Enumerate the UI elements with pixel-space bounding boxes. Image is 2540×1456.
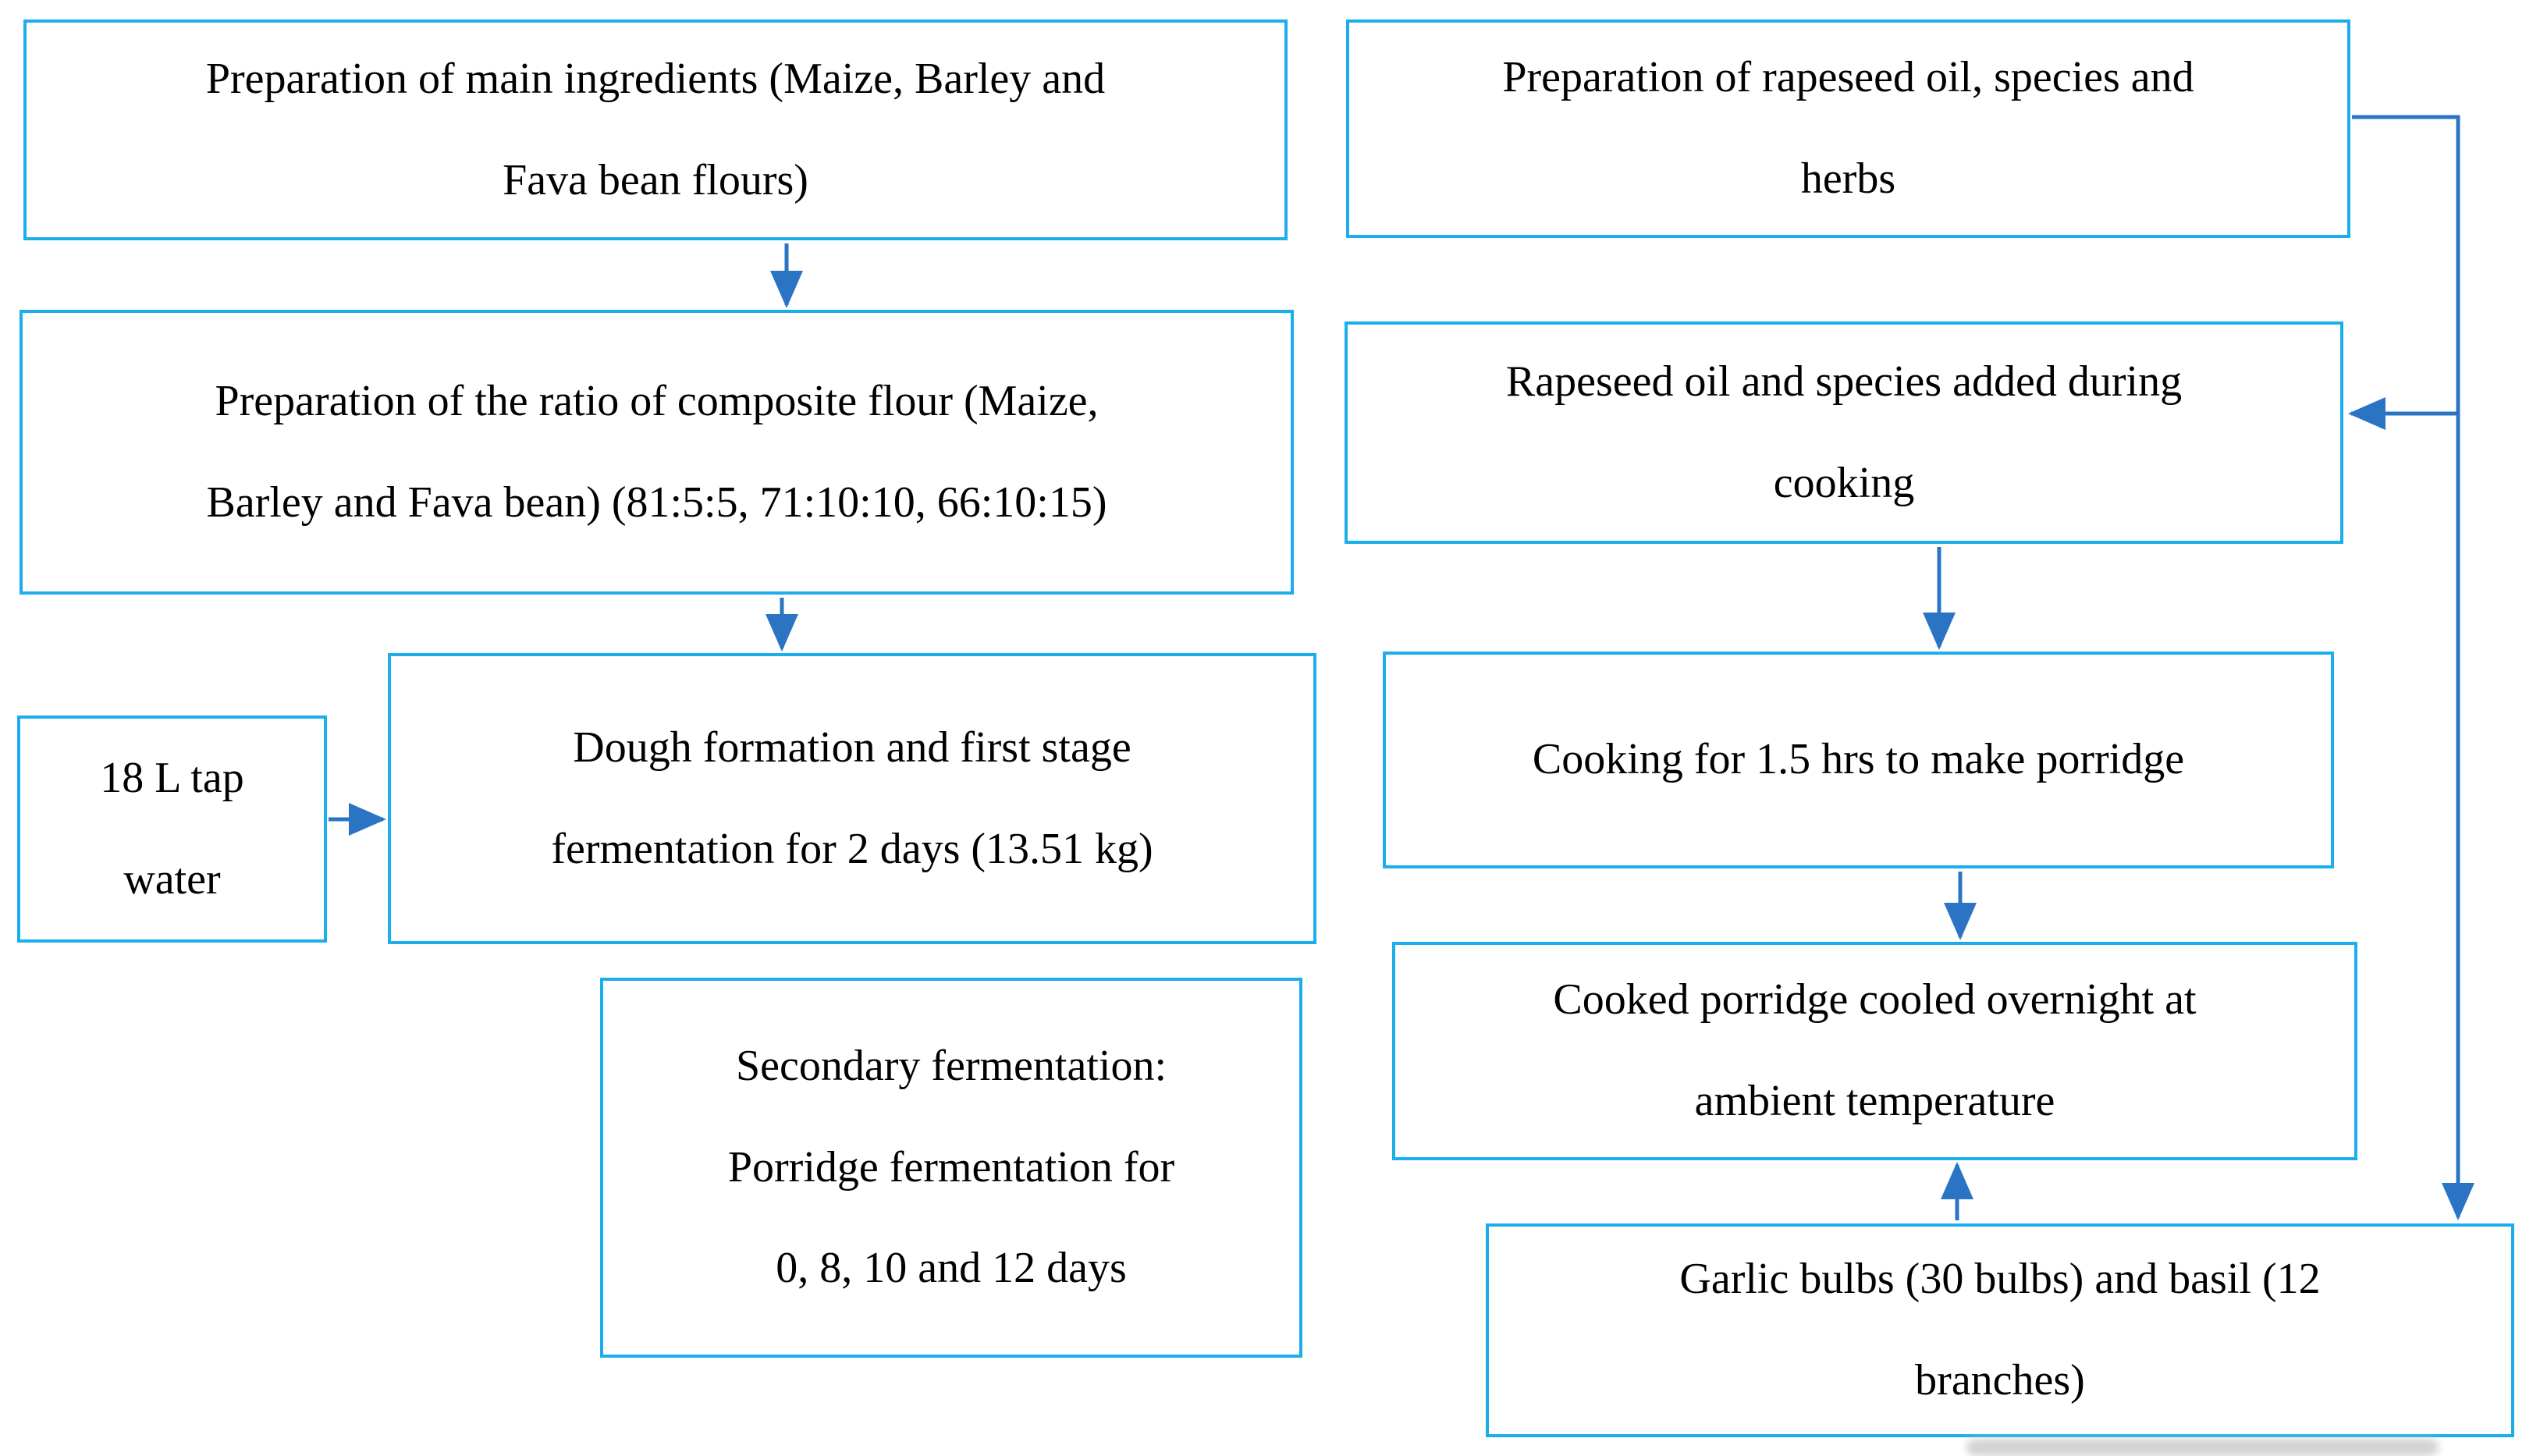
box-cooled-overnight: Cooked porridge cooled overnight at ambi… [1392, 942, 2357, 1160]
box-rapeseed-added: Rapeseed oil and species added during co… [1345, 321, 2343, 544]
box-garlic-basil: Garlic bulbs (30 bulbs) and basil (12 br… [1486, 1223, 2514, 1437]
box-dough-formation-label: Dough formation and first stage fermenta… [551, 723, 1153, 873]
box-rapeseed-prep: Preparation of rapeseed oil, species and… [1346, 20, 2350, 238]
gray-smudge [1966, 1439, 2439, 1456]
box-rapeseed-added-label: Rapeseed oil and species added during co… [1505, 357, 2183, 507]
box-cooking: Cooking for 1.5 hrs to make porridge [1383, 652, 2334, 868]
box-secondary-fermentation-label: Secondary fermentation: Porridge ferment… [727, 1041, 1175, 1293]
box-dough-formation: Dough formation and first stage fermenta… [388, 653, 1316, 944]
box-main-ingredients-label: Preparation of main ingredients (Maize, … [205, 54, 1106, 204]
box-garlic-basil-label: Garlic bulbs (30 bulbs) and basil (12 br… [1679, 1255, 2321, 1405]
box-composite-ratio-label: Preparation of the ratio of composite fl… [206, 376, 1107, 527]
box-tap-water: 18 L tap water [17, 716, 327, 943]
box-main-ingredients: Preparation of main ingredients (Maize, … [23, 20, 1288, 240]
box-secondary-fermentation: Secondary fermentation: Porridge ferment… [600, 978, 1302, 1358]
arrow-rapeseedprep-elbow-to-garlic [2352, 115, 2474, 1220]
box-tap-water-label: 18 L tap water [100, 753, 244, 904]
box-cooled-overnight-label: Cooked porridge cooled overnight at ambi… [1553, 975, 2197, 1125]
box-rapeseed-prep-label: Preparation of rapeseed oil, species and… [1502, 53, 2194, 203]
box-cooking-label: Cooking for 1.5 hrs to make porridge [1532, 735, 2185, 784]
box-composite-ratio: Preparation of the ratio of composite fl… [20, 310, 1294, 595]
